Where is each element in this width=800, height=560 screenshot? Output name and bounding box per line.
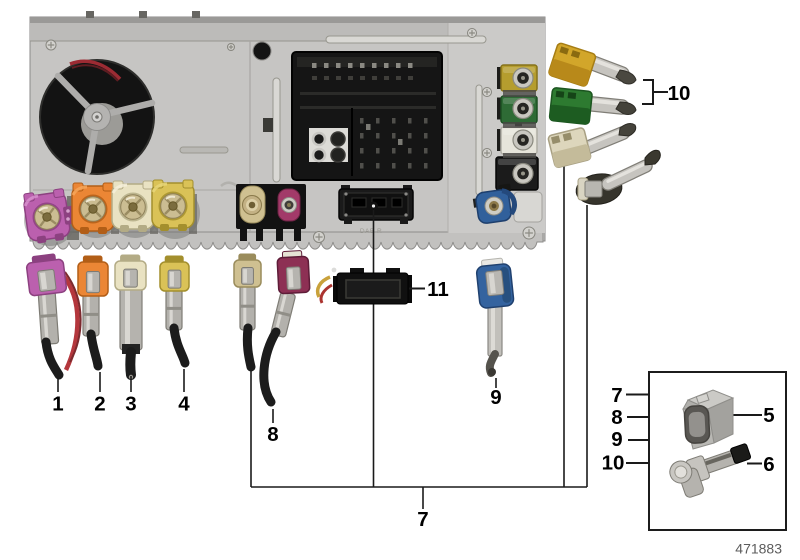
svg-text:8: 8	[267, 423, 278, 446]
svg-text:DAB R: DAB R	[360, 228, 382, 235]
svg-text:10: 10	[668, 82, 691, 105]
svg-text:5: 5	[763, 404, 774, 427]
svg-text:10: 10	[602, 452, 625, 475]
svg-text:7: 7	[611, 384, 622, 407]
svg-text:471883: 471883	[735, 541, 782, 557]
svg-text:11: 11	[427, 278, 449, 301]
svg-text:4: 4	[178, 393, 190, 416]
svg-text:9: 9	[490, 386, 501, 409]
svg-text:7: 7	[417, 508, 428, 531]
svg-text:1: 1	[52, 393, 63, 416]
svg-text:3: 3	[125, 393, 136, 416]
svg-text:2: 2	[94, 393, 105, 416]
svg-text:8: 8	[611, 406, 622, 429]
svg-text:6: 6	[763, 453, 774, 476]
svg-text:9: 9	[611, 428, 622, 451]
